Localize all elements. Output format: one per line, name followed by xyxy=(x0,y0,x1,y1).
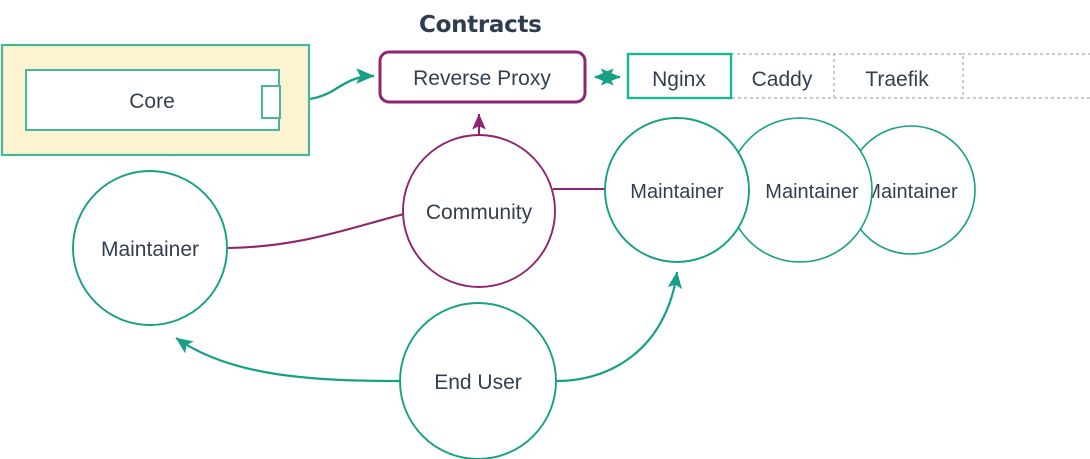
core-label: Core xyxy=(129,90,175,113)
reverse-proxy-box xyxy=(378,50,587,104)
reverse-proxy-label: Reverse Proxy xyxy=(413,67,551,90)
core-port[interactable] xyxy=(261,85,281,119)
circle-maintainer-3-label: Maintainer xyxy=(864,181,958,203)
circle-community[interactable]: Community xyxy=(402,134,556,288)
circle-maintainer-1-shape xyxy=(604,117,750,263)
table-cell-nginx[interactable] xyxy=(626,52,733,100)
circle-maintainer-2[interactable]: Maintainer xyxy=(727,117,873,263)
edge-end-user-maintainer-1 xyxy=(555,271,683,383)
circle-community-shape xyxy=(402,134,556,288)
circle-maintainer-3[interactable]: Maintainer xyxy=(846,125,976,255)
circle-maintainer-left-label: Maintainer xyxy=(101,238,199,261)
circle-maintainer-left-shape xyxy=(72,170,228,326)
proxy-options-table[interactable]: Nginx Caddy Traefik xyxy=(626,52,1090,100)
core-inner-box[interactable] xyxy=(25,69,280,131)
table-cell-caddy[interactable] xyxy=(730,53,835,99)
circle-end-user[interactable]: End User xyxy=(399,302,557,459)
table-cell-caddy-label: Caddy xyxy=(752,68,813,91)
circle-community-label: Community xyxy=(426,201,533,224)
table-cell-empty[interactable] xyxy=(961,53,1090,99)
table-cell-nginx-label: Nginx xyxy=(652,68,706,91)
table-cell-traefik-label: Traefik xyxy=(865,68,929,91)
circle-maintainer-1-label: Maintainer xyxy=(630,181,724,203)
circle-end-user-label: End User xyxy=(434,371,522,394)
edge-maintainer-left-community xyxy=(227,212,405,250)
circle-maintainer-2-label: Maintainer xyxy=(765,181,859,203)
circle-end-user-shape xyxy=(399,302,557,459)
edge-end-user-maintainer-left xyxy=(175,337,401,383)
circle-maintainer-left[interactable]: Maintainer xyxy=(72,170,228,326)
page-title: Contracts xyxy=(419,12,542,38)
circle-maintainer-1[interactable]: Maintainer xyxy=(604,117,750,263)
reverse-proxy-node[interactable]: Reverse Proxy xyxy=(378,50,587,104)
core-group[interactable]: Core xyxy=(0,43,311,157)
